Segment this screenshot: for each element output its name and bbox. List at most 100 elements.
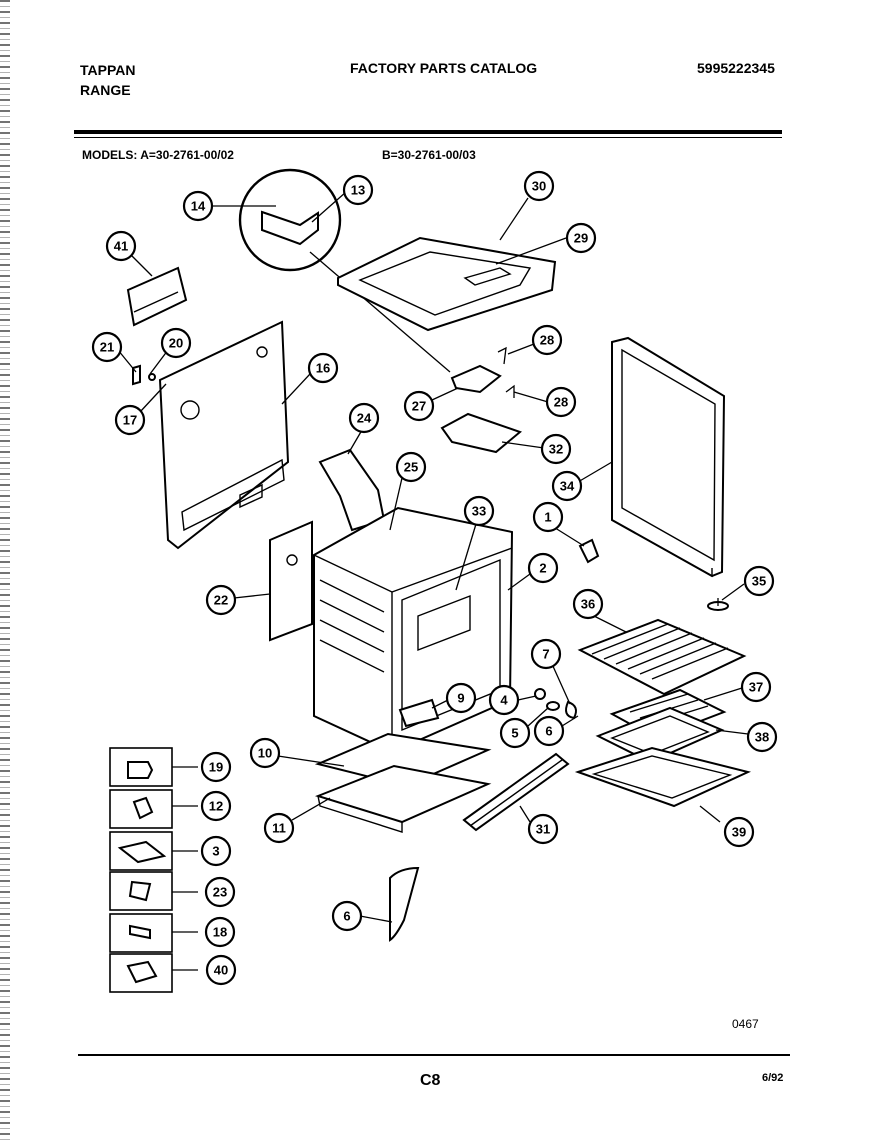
callout-label: 30 xyxy=(532,179,546,194)
hardware-box-19 xyxy=(109,747,198,787)
part-duct-24 xyxy=(318,448,386,532)
product-type: RANGE xyxy=(80,82,131,98)
scan-edge-artifact xyxy=(0,0,10,1141)
part-small-parts-4-5-6-7 xyxy=(534,688,577,720)
part-drawer-frame-39 xyxy=(574,746,752,808)
callout-6-middle: 6 xyxy=(533,715,565,747)
callout-label: 7 xyxy=(542,647,549,662)
callout-label: 39 xyxy=(732,825,746,840)
hardware-box-40 xyxy=(109,953,198,993)
part-clip-1 xyxy=(578,538,600,564)
callout-23: 23 xyxy=(204,876,236,908)
callout-17: 17 xyxy=(114,404,146,436)
part-cooktop-30 xyxy=(337,236,557,332)
callout-4: 4 xyxy=(488,684,520,716)
callout-label: 16 xyxy=(316,361,330,376)
callout-label: 22 xyxy=(214,593,228,608)
callout-30: 30 xyxy=(523,170,555,202)
callout-36: 36 xyxy=(572,588,604,620)
callout-29: 29 xyxy=(565,222,597,254)
callout-20: 20 xyxy=(160,327,192,359)
callout-41: 41 xyxy=(105,230,137,262)
callout-label: 31 xyxy=(536,822,550,837)
hardware-box-3 xyxy=(109,831,198,871)
callout-27: 27 xyxy=(403,390,435,422)
part-back-panel-16 xyxy=(158,320,290,550)
callout-10: 10 xyxy=(249,737,281,769)
footer-rule xyxy=(78,1054,790,1056)
part-plate-32 xyxy=(440,412,523,454)
part-element-6 xyxy=(389,866,420,942)
callout-35: 35 xyxy=(743,565,775,597)
part-bracket-41 xyxy=(126,266,188,327)
callout-14: 14 xyxy=(182,190,214,222)
callout-1: 1 xyxy=(532,501,564,533)
callout-label: 4 xyxy=(500,693,508,708)
model-b-label: B=30-2761-00/03 xyxy=(382,148,476,162)
header-rule-thick xyxy=(74,130,782,134)
callout-11: 11 xyxy=(263,812,295,844)
callout-label: 2 xyxy=(539,561,546,576)
callout-7: 7 xyxy=(530,638,562,670)
callout-label: 38 xyxy=(755,730,769,745)
callout-39: 39 xyxy=(723,816,755,848)
callout-16: 16 xyxy=(307,352,339,384)
callout-label: 6 xyxy=(545,724,552,739)
hardware-box-12 xyxy=(109,789,198,829)
callout-label: 9 xyxy=(457,691,464,706)
callout-2: 2 xyxy=(527,552,559,584)
catalog-title: FACTORY PARTS CATALOG xyxy=(350,60,538,76)
page-number: C8 xyxy=(420,1072,441,1089)
callout-24: 24 xyxy=(348,402,380,434)
callout-label: 28 xyxy=(540,333,554,348)
callout-34: 34 xyxy=(551,470,583,502)
callout-label: 37 xyxy=(749,680,763,695)
part-bracket-9 xyxy=(398,698,440,728)
callout-40: 40 xyxy=(205,954,237,986)
part-oven-rack-36 xyxy=(577,618,747,696)
callout-19: 19 xyxy=(200,751,232,783)
hardware-box-23 xyxy=(109,871,198,911)
callout-label: 32 xyxy=(549,442,563,457)
callout-13: 13 xyxy=(342,174,374,206)
callout-label: 19 xyxy=(209,760,223,775)
callout-label: 10 xyxy=(258,746,272,761)
part-control-detail-circle xyxy=(238,168,451,373)
callout-21: 21 xyxy=(91,331,123,363)
part-side-panel-34 xyxy=(611,336,726,578)
callout-31: 31 xyxy=(527,813,559,845)
callout-label: 41 xyxy=(114,239,128,254)
part-door-frame-22 xyxy=(269,520,313,642)
callout-label: 21 xyxy=(100,340,114,355)
callout-label: 35 xyxy=(752,574,766,589)
callout-9: 9 xyxy=(445,682,477,714)
callout-18: 18 xyxy=(204,916,236,948)
callout-6-bottom: 6 xyxy=(331,900,363,932)
part-bottom-panel-11 xyxy=(314,764,492,833)
callout-label: 23 xyxy=(213,885,227,900)
brand-name: TAPPAN xyxy=(80,62,136,78)
callout-label: 11 xyxy=(272,821,286,836)
callout-label: 27 xyxy=(412,399,426,414)
callout-label: 3 xyxy=(212,844,219,859)
callout-label: 12 xyxy=(209,799,223,814)
callout-22: 22 xyxy=(205,584,237,616)
callout-label: 36 xyxy=(581,597,595,612)
callout-label: 5 xyxy=(511,726,518,741)
callout-38: 38 xyxy=(746,721,778,753)
callout-label: 18 xyxy=(213,925,227,940)
callout-33: 33 xyxy=(463,495,495,527)
callout-37: 37 xyxy=(740,671,772,703)
callout-5: 5 xyxy=(499,717,531,749)
callout-label: 28 xyxy=(554,395,568,410)
callout-label: 40 xyxy=(214,963,228,978)
callout-25: 25 xyxy=(395,451,427,483)
catalog-number: 5995222345 xyxy=(697,60,775,76)
part-rail-31 xyxy=(462,752,570,832)
callout-label: 17 xyxy=(123,413,137,428)
callout-label: 14 xyxy=(191,199,206,214)
callout-label: 1 xyxy=(544,510,551,525)
hardware-box-18 xyxy=(109,913,198,953)
model-a-label: MODELS: A=30-2761-00/02 xyxy=(82,148,234,162)
